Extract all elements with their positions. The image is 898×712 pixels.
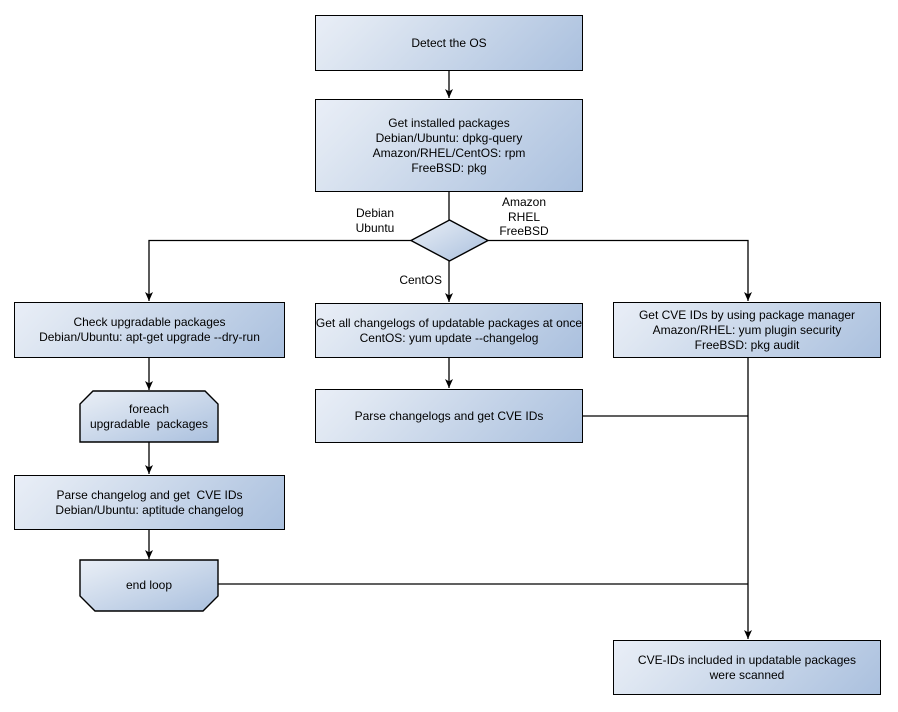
node-parse-changelogs-mid: Parse changelogs and get CVE IDs [315, 389, 583, 443]
node-text-line: Parse changelog and get CVE IDs [56, 487, 243, 502]
node-text-line: Debian/Ubuntu: dpkg-query [375, 130, 523, 145]
node-check-upgradable-packages: Check upgradable packages Debian/Ubuntu:… [14, 302, 285, 358]
node-get-installed-packages: Get installed packages Debian/Ubuntu: dp… [315, 99, 583, 192]
node-parse-changelog-left: Parse changelog and get CVE IDs Debian/U… [14, 475, 285, 530]
node-get-cve-ids-pkg-mgr: Get CVE IDs by using package manager Ama… [613, 302, 881, 358]
edge-decision-to-check-upgradable [145, 239, 411, 301]
edge-label-centos: CentOS [390, 273, 442, 288]
node-text-line: FreeBSD: pkg audit [694, 337, 800, 352]
node-text-line: FreeBSD: pkg [411, 160, 487, 175]
node-text-line: CentOS: yum update --changelog [359, 330, 539, 345]
node-text-line: end loop [125, 578, 173, 592]
edge-label-debian-ubuntu: Debian Ubuntu [340, 206, 410, 235]
os-decision-diamond [409, 219, 490, 262]
node-text-line: Get CVE IDs by using package manager [638, 307, 856, 322]
node-text-line: CVE-IDs included in updatable packages [637, 652, 857, 667]
node-text-line: Amazon/RHEL: yum plugin security [652, 322, 842, 337]
node-text-line: Check upgradable packages [73, 315, 226, 329]
node-detect-os: Detect the OS [315, 15, 583, 71]
edge-label-line: CentOS [399, 273, 442, 287]
edge-decision-to-get-cve-ids [488, 239, 752, 301]
node-text-line: were scanned [709, 667, 785, 682]
node-get-all-changelogs: Get all changelogs of updatable packages… [315, 303, 583, 358]
foreach-loop-shape [79, 390, 219, 443]
edge-label-line: Ubuntu [355, 220, 395, 235]
node-text-line: Parse changelogs and get CVE IDs [354, 408, 544, 423]
node-text-line: Debian/Ubuntu: aptitude changelog [55, 502, 244, 517]
edge-label-line: FreeBSD [499, 224, 549, 238]
node-text-line: Amazon/RHEL/CentOS: rpm [372, 145, 526, 160]
end-loop-shape [79, 559, 219, 612]
node-foreach-loop: foreach upgradable packages [80, 391, 218, 442]
node-end-loop: end loop [80, 560, 218, 611]
edge-label-line: Amazon [501, 195, 547, 209]
node-text-line: Get installed packages [388, 115, 510, 130]
node-scanned-result: CVE-IDs included in updatable packages w… [613, 640, 881, 695]
edge-label-amazon-rhel-freebsd: Amazon RHEL FreeBSD [489, 195, 559, 239]
node-text-line: Detect the OS [411, 35, 487, 50]
node-text-line: Get all changelogs of updatable packages… [315, 315, 583, 330]
edge-label-line: RHEL [507, 209, 540, 224]
node-text-line: upgradable packages [89, 416, 209, 431]
node-text-line: foreach [128, 401, 170, 416]
node-text-line: Debian/Ubuntu: apt-get upgrade --dry-run [39, 330, 260, 344]
edge-label-line: Debian [355, 206, 395, 220]
